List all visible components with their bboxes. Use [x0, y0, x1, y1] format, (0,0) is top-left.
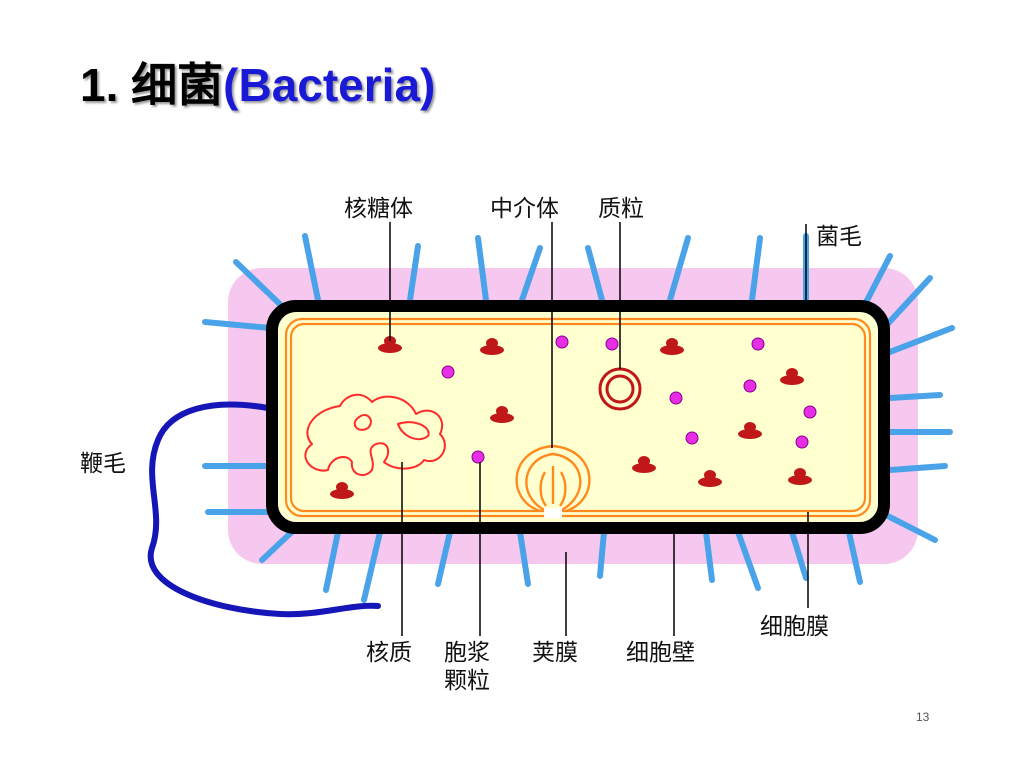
label-flagellum: 鞭毛	[80, 451, 126, 477]
granule	[555, 335, 569, 349]
pilus	[407, 243, 421, 303]
leader-lines	[389, 222, 809, 636]
pilus	[475, 235, 489, 303]
ribosomes	[330, 336, 812, 499]
slide-title: 1. 细菌(Bacteria)	[80, 62, 435, 108]
pilus	[361, 529, 383, 603]
flagellum	[147, 401, 381, 618]
label-cell-wall: 细胞壁	[626, 640, 695, 666]
cell-wall	[266, 300, 890, 534]
pilus	[887, 325, 955, 355]
mesosome	[515, 444, 591, 513]
nucleoid	[304, 393, 446, 477]
ribosome	[698, 470, 722, 487]
title-number: 1.	[80, 59, 119, 111]
pilus	[879, 275, 933, 333]
granule	[803, 405, 817, 419]
pilus	[789, 529, 809, 581]
ribosome	[660, 338, 684, 355]
pilus	[517, 529, 531, 587]
label-cell-membrane: 细胞膜	[760, 614, 829, 640]
cell-membrane	[284, 317, 872, 518]
pilus	[302, 233, 321, 303]
granule	[743, 379, 757, 393]
mesosome-opening	[544, 508, 562, 518]
pilus	[323, 529, 341, 593]
ribosome	[788, 468, 812, 485]
label-granule-line1: 胞浆	[444, 640, 490, 666]
label-pilus: 菌毛	[816, 224, 862, 250]
pilus	[519, 245, 543, 303]
pili	[202, 233, 955, 603]
pilus	[703, 529, 715, 583]
cell-membrane-inner	[289, 322, 867, 513]
page-number: 13	[916, 710, 930, 724]
pilus	[887, 392, 943, 401]
ribosome	[780, 368, 804, 385]
ribosome	[738, 422, 762, 439]
pilus	[845, 525, 863, 585]
pilus	[202, 319, 273, 331]
pilus	[749, 235, 763, 303]
ribosome	[490, 406, 514, 423]
ribosome	[378, 336, 402, 353]
pilus	[877, 509, 938, 543]
label-ribosome: 核糖体	[344, 196, 413, 222]
pilus	[735, 529, 761, 591]
pilus	[597, 529, 607, 579]
title-chinese: 细菌	[131, 59, 224, 111]
pilus	[435, 529, 453, 587]
label-mesosome: 中介体	[490, 196, 559, 222]
granule	[471, 450, 485, 464]
title-english: (Bacteria)	[223, 59, 436, 111]
label-plasmid: 质粒	[598, 196, 644, 222]
label-nucleoid: 核质	[366, 640, 412, 666]
granules	[441, 335, 817, 464]
label-granule-line2: 颗粒	[444, 668, 490, 694]
granule	[685, 431, 699, 445]
ribosome	[330, 482, 354, 499]
pilus	[233, 259, 289, 313]
granule	[441, 365, 455, 379]
ribosome	[480, 338, 504, 355]
label-capsule: 荚膜	[532, 640, 578, 666]
granule	[751, 337, 765, 351]
pilus	[667, 235, 691, 303]
ribosome	[632, 456, 656, 473]
granule	[795, 435, 809, 449]
granule	[669, 391, 683, 405]
granule	[605, 337, 619, 351]
pilus	[585, 245, 605, 303]
pilus	[887, 463, 948, 473]
